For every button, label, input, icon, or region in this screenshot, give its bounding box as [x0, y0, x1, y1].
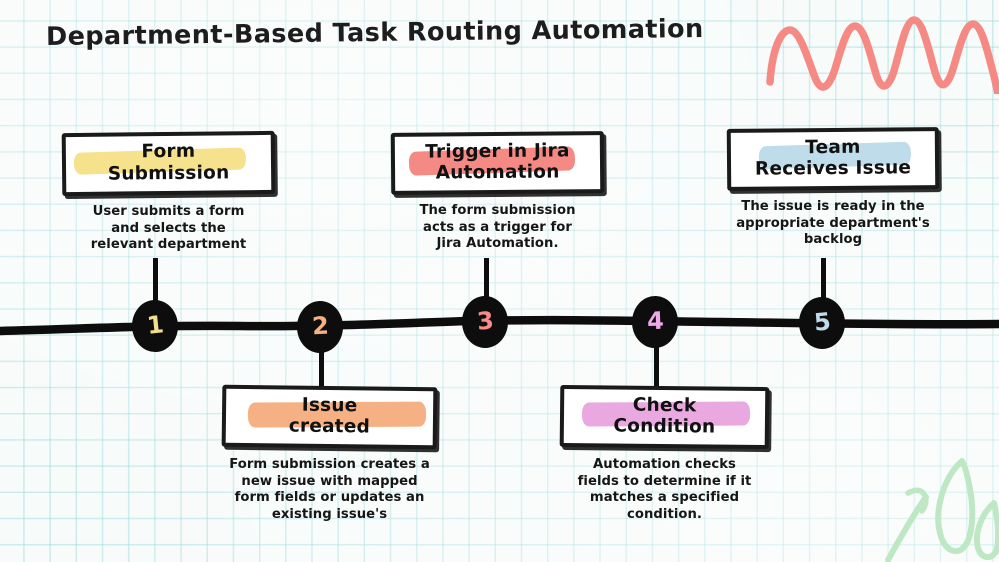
- step-card-1-description: User submits a form and selects the rele…: [90, 204, 247, 253]
- step-card-4-title: Check Condition: [613, 394, 716, 438]
- step-card-2-box: Issue created: [221, 384, 438, 450]
- step-card-1[interactable]: Form Submission User submits a form and …: [61, 130, 276, 254]
- step-card-3-title: Trigger in Jira Automation: [425, 140, 570, 184]
- step-card-1-title: Form Submission: [107, 141, 230, 185]
- step-card-4-description: Automation checks fields to determine if…: [577, 457, 752, 522]
- step-card-2[interactable]: Issue created Form submission creates a …: [221, 384, 438, 524]
- timeline-node-1-label: 1: [145, 310, 165, 340]
- timeline-node-5-label: 5: [812, 307, 832, 337]
- step-card-5-title: Team Receives Issue: [754, 136, 912, 180]
- step-card-5-description: The issue is ready in the appropriate de…: [736, 199, 930, 248]
- step-card-3-box: Trigger in Jira Automation: [390, 131, 605, 195]
- step-card-5[interactable]: Team Receives Issue The issue is ready i…: [726, 127, 940, 249]
- step-card-4-box: Check Condition: [559, 384, 770, 450]
- timeline-node-2-label: 2: [310, 311, 330, 341]
- step-card-3[interactable]: Trigger in Jira Automation The form subm…: [390, 131, 605, 253]
- step-card-2-title: Issue created: [288, 394, 371, 438]
- step-card-1-box: Form Submission: [61, 130, 276, 197]
- timeline-node-4-label: 4: [646, 306, 664, 336]
- step-card-5-box: Team Receives Issue: [726, 127, 940, 191]
- step-card-3-description: The form submission acts as a trigger fo…: [419, 203, 576, 252]
- timeline-node-3-label: 3: [475, 306, 495, 336]
- step-card-2-description: Form submission creates a new issue with…: [229, 457, 430, 522]
- step-card-4[interactable]: Check Condition Automation checks fields…: [559, 384, 770, 524]
